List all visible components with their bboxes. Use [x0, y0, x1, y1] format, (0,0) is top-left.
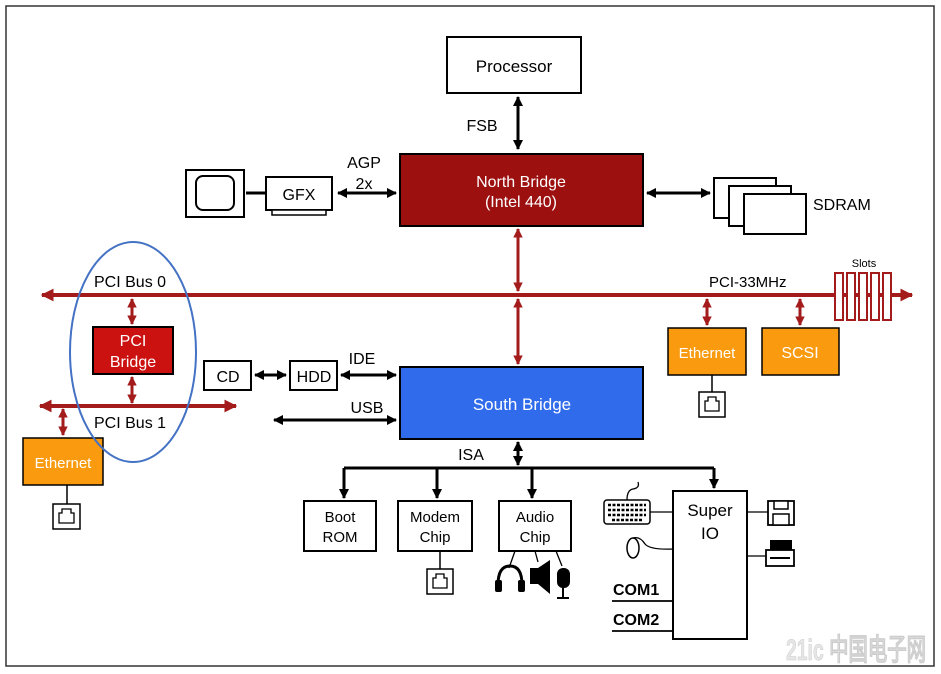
super-io-box — [672, 490, 748, 640]
ethernet-left-label: Ethernet — [35, 455, 93, 472]
monitor-icon — [185, 169, 245, 218]
modem-label: Modem — [410, 509, 460, 526]
boot-rom-label: Boot — [325, 509, 357, 526]
processor-label: Processor — [476, 57, 553, 76]
audio-box — [498, 500, 572, 552]
sdram-modules — [713, 177, 807, 235]
north-bridge-chip-label: (Intel 440) — [485, 194, 557, 211]
slots-label: Slots — [852, 258, 877, 270]
agp-speed-label: 2x — [356, 176, 373, 193]
pci-slots — [834, 272, 892, 321]
north-bridge-box — [399, 153, 644, 227]
boot-rom-box — [303, 500, 377, 552]
modem-port-icon — [426, 568, 454, 595]
ethernet-left-port-icon — [52, 503, 81, 530]
mouse-icon — [626, 536, 674, 559]
pci-bridge-box — [92, 326, 174, 375]
microphone-icon — [557, 568, 570, 599]
south-bridge-box — [399, 366, 644, 440]
ethernet-left-box — [22, 437, 104, 486]
isa-label: ISA — [458, 447, 484, 464]
com1-label: COM1 — [613, 582, 659, 599]
super-io-sublabel: IO — [701, 524, 719, 543]
agp-label: AGP — [347, 155, 381, 172]
processor-box — [446, 36, 582, 94]
usb-label: USB — [351, 400, 384, 417]
keyboard-icon — [603, 481, 651, 525]
pci-33mhz-label: PCI-33MHz — [709, 274, 787, 291]
gfx-label: GFX — [283, 187, 316, 204]
modem-sublabel: Chip — [420, 529, 451, 546]
pci-bridge-highlight — [69, 241, 197, 463]
outer-frame — [5, 5, 935, 667]
pci-bridge-label: PCI — [120, 333, 147, 350]
headphones-icon — [495, 564, 525, 592]
audio-cables — [508, 550, 563, 569]
scsi-label: SCSI — [781, 345, 818, 362]
floppy-icon — [767, 500, 795, 526]
cd-box — [203, 360, 252, 391]
pci-bridge-sublabel: Bridge — [110, 354, 156, 371]
printer-icon — [765, 540, 795, 567]
gfx-box — [265, 176, 333, 211]
ethernet-right-box — [667, 327, 747, 376]
ide-label: IDE — [349, 351, 376, 368]
north-bridge-label: North Bridge — [476, 174, 566, 191]
ethernet-right-port-icon — [698, 391, 726, 418]
cd-label: CD — [216, 369, 239, 386]
boot-rom-sublabel: ROM — [323, 529, 358, 546]
com2-label: COM2 — [613, 612, 659, 629]
pci-bus-0-label: PCI Bus 0 — [94, 274, 166, 291]
pci-bus-1-label: PCI Bus 1 — [94, 415, 166, 432]
fsb-label: FSB — [466, 118, 497, 135]
scsi-box — [761, 327, 840, 376]
modem-box — [397, 500, 473, 552]
ethernet-right-label: Ethernet — [679, 345, 737, 362]
south-bridge-label: South Bridge — [473, 395, 571, 414]
hdd-label: HDD — [297, 369, 332, 386]
audio-label: Audio — [516, 509, 554, 526]
sdram-label: SDRAM — [813, 197, 871, 214]
watermark-logo: 21ic 中国电子网 — [786, 634, 926, 667]
gfx-card-edge — [271, 209, 327, 216]
audio-sublabel: Chip — [520, 529, 551, 546]
super-io-label: Super — [687, 501, 733, 520]
speaker-icon — [530, 560, 550, 594]
hdd-box — [289, 360, 338, 391]
